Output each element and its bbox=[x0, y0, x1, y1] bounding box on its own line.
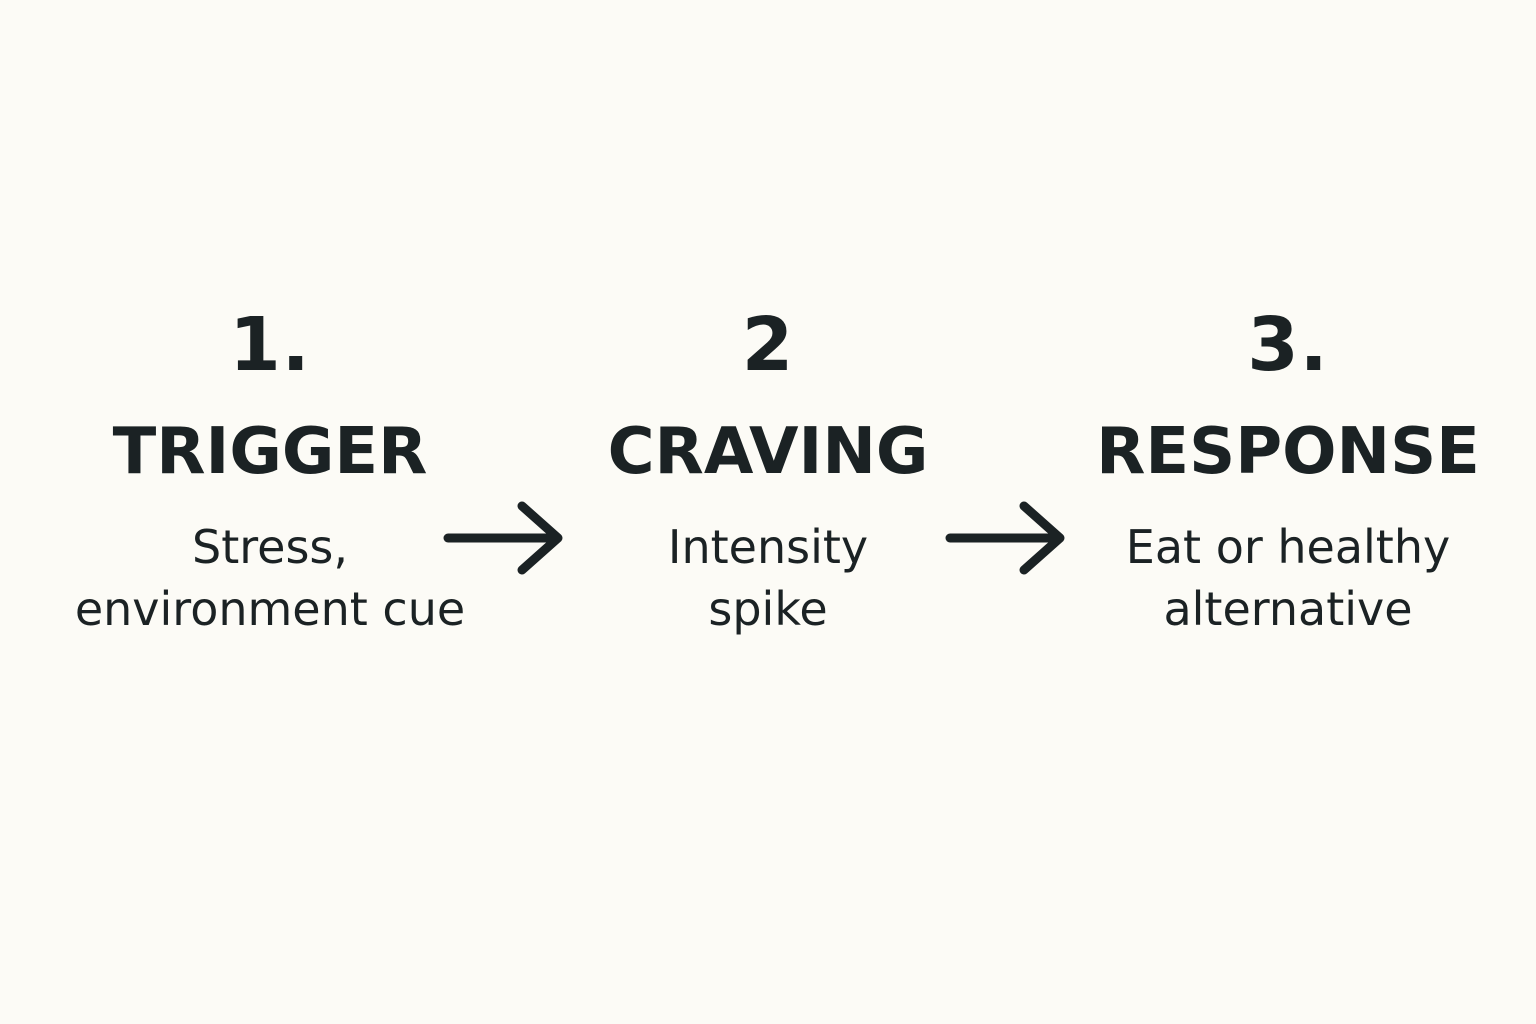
step-number: 1. bbox=[229, 302, 311, 388]
step-description: Intensity spike bbox=[548, 516, 988, 640]
step-trigger: 1. TRIGGER Stress, environment cue bbox=[50, 300, 490, 640]
step-description-line: environment cue bbox=[74, 582, 466, 636]
step-title: RESPONSE bbox=[1096, 415, 1480, 489]
right-arrow-icon bbox=[440, 498, 570, 578]
right-arrow-icon bbox=[942, 498, 1072, 578]
step-title: TRIGGER bbox=[112, 415, 428, 489]
step-description: Stress, environment cue bbox=[50, 516, 490, 640]
step-description-line: Intensity bbox=[667, 520, 869, 574]
step-description: Eat or healthy alternative bbox=[1068, 516, 1508, 640]
step-number: 2 bbox=[741, 302, 795, 388]
step-description-line: alternative bbox=[1163, 582, 1413, 636]
step-description-line: Stress, bbox=[192, 520, 348, 574]
step-craving: 2 CRAVING Intensity spike bbox=[548, 300, 988, 640]
step-description-line: spike bbox=[708, 582, 828, 636]
step-description-line: Eat or healthy bbox=[1125, 520, 1451, 574]
step-title: CRAVING bbox=[607, 415, 929, 489]
step-response: 3. RESPONSE Eat or healthy alternative bbox=[1068, 300, 1508, 640]
step-number: 3. bbox=[1247, 302, 1329, 388]
